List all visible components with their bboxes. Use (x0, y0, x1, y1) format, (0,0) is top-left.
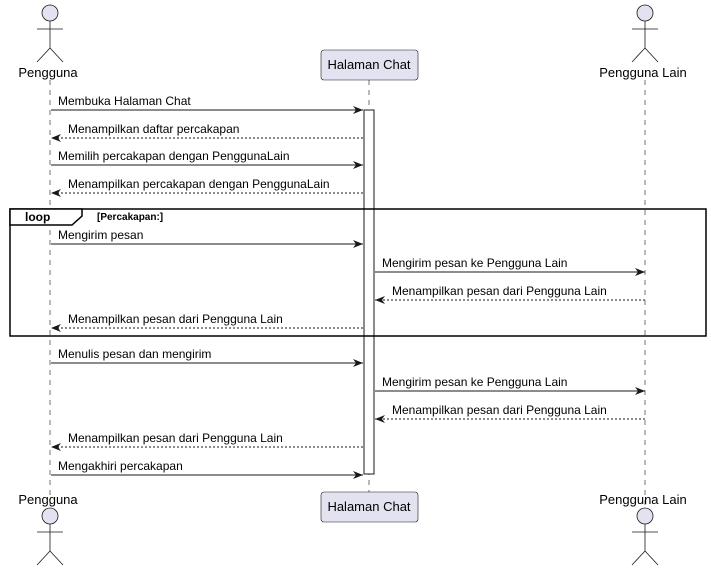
message-label: Mengirim pesan ke Pengguna Lain (382, 375, 567, 389)
participant-box (320, 491, 419, 523)
participant-user-label: Pengguna (18, 492, 78, 507)
participant-other-user-bottom: Pengguna Lain (599, 492, 687, 566)
actor-icon (36, 507, 64, 566)
message-label: Menampilkan daftar percakapan (68, 122, 239, 136)
message-label: Menampilkan percakapan dengan PenggunaLa… (68, 177, 330, 191)
loop-frame-tab (9, 208, 83, 226)
loop-keyword: loop (25, 210, 50, 224)
participant-other-user-top: Pengguna Lain (599, 4, 687, 80)
message-label: Menulis pesan dan mengirim (58, 347, 211, 361)
participant-chat-page-top: Halaman Chat (320, 49, 419, 81)
message-label: Menampilkan pesan dari Pengguna Lain (68, 312, 283, 326)
participant-other-user-label: Pengguna Lain (599, 492, 686, 507)
participant-chat-page-label: Halaman Chat (327, 57, 410, 72)
activation-bar (363, 109, 375, 475)
actor-icon (631, 4, 659, 63)
loop-condition: [Percakapan:] (97, 212, 163, 223)
participant-chat-page-bottom: Halaman Chat (320, 491, 419, 523)
participant-chat-page-label: Halaman Chat (327, 499, 410, 514)
message-label: Membuka Halaman Chat (58, 94, 191, 108)
actor-icon (631, 507, 659, 566)
participant-user-bottom: Pengguna (18, 492, 78, 566)
message-label: Mengirim pesan (58, 228, 143, 242)
message-label: Mengakhiri percakapan (58, 459, 183, 473)
message-label: Menampilkan pesan dari Pengguna Lain (68, 431, 283, 445)
message-label: Memilih percakapan dengan PenggunaLain (58, 149, 290, 163)
actor-icon (36, 4, 64, 63)
message-label: Mengirim pesan ke Pengguna Lain (382, 256, 567, 270)
participant-other-user-label: Pengguna Lain (599, 65, 686, 80)
participant-user-label: Pengguna (18, 65, 78, 80)
loop-frame: loop [Percakapan:] (9, 208, 707, 337)
participant-box (320, 49, 419, 81)
loop-frame-border (9, 208, 707, 337)
message-label: Menampilkan pesan dari Pengguna Lain (392, 284, 607, 298)
message-label: Menampilkan pesan dari Pengguna Lain (392, 403, 607, 417)
participant-user-top: Pengguna (18, 4, 78, 80)
